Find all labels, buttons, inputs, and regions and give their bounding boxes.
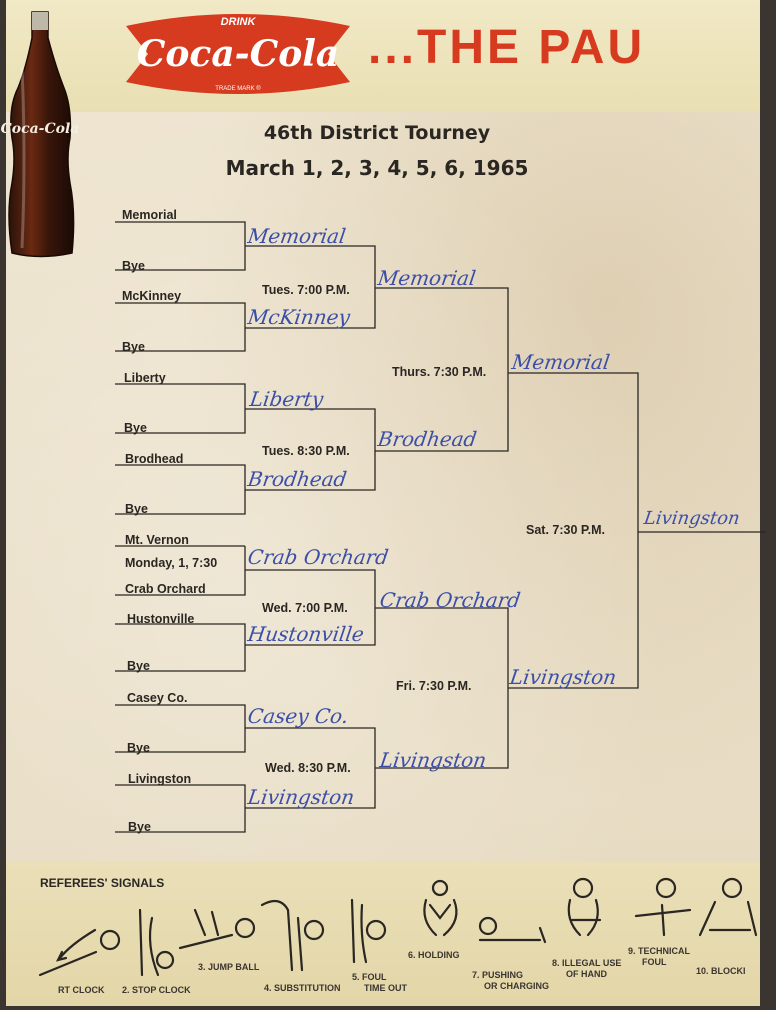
jump-ball-signal-icon xyxy=(178,908,256,950)
signal-label-8b: OF HAND xyxy=(566,969,607,979)
game-time-tues-830: Tues. 8:30 P.M. xyxy=(262,444,350,458)
pushing-signal-icon xyxy=(478,916,547,944)
drink-label: DRINK xyxy=(221,16,257,28)
signal-label-4: 4. SUBSTITUTION xyxy=(264,983,341,993)
bottle-label: Coca-Cola xyxy=(1,121,80,137)
game-time-fri: Fri. 7:30 P.M. xyxy=(396,679,472,693)
team-brodhead: Brodhead xyxy=(125,452,184,466)
signal-label-10: 10. BLOCKI xyxy=(696,966,746,976)
team-bye: Bye xyxy=(122,340,145,354)
coke-bottle-icon: Coca-Cola xyxy=(1,11,80,258)
holding-signal-icon xyxy=(423,879,458,937)
team-mckinney: McKinney xyxy=(122,289,182,303)
game-time-wed-7: Wed. 7:00 P.M. xyxy=(262,601,348,615)
team-casey-co: Casey Co. xyxy=(127,691,188,705)
foul-signal-icon xyxy=(350,898,387,964)
coca-cola-logo: DRINK Coca-Cola TRADE MARK ® xyxy=(126,14,350,94)
blocking-signal-icon xyxy=(698,877,758,937)
game-time-sat: Sat. 7:30 P.M. xyxy=(526,523,605,537)
technical-foul-signal-icon xyxy=(634,877,692,937)
game-time-tues-7: Tues. 7:00 P.M. xyxy=(262,283,350,297)
signal-label-7: 7. PUSHING xyxy=(472,970,524,980)
referee-signals-title: REFEREES' SIGNALS xyxy=(40,876,165,890)
signal-label-1: RT CLOCK xyxy=(58,985,105,995)
stop-clock-signal-icon xyxy=(138,908,175,977)
team-livingston: Livingston xyxy=(128,772,192,786)
team-mt-vernon: Mt. Vernon xyxy=(125,533,189,547)
substitution-signal-icon xyxy=(260,899,325,972)
team-hustonville: Hustonville xyxy=(127,612,195,626)
team-liberty: Liberty xyxy=(124,371,166,385)
team-crab-orchard: Crab Orchard xyxy=(125,582,206,596)
team-bye: Bye xyxy=(128,820,151,834)
signal-label-2: 2. STOP CLOCK xyxy=(122,985,191,995)
signal-label-9b: FOUL xyxy=(642,957,667,967)
game-time-wed-830: Wed. 8:30 P.M. xyxy=(265,761,351,775)
signal-label-8: 8. ILLEGAL USE xyxy=(552,958,622,968)
header-banner xyxy=(6,0,760,112)
game-time-thurs: Thurs. 7:30 P.M. xyxy=(392,365,487,379)
illegal-use-of-hand-signal-icon xyxy=(567,877,602,937)
team-bye: Bye xyxy=(124,421,147,435)
bracket-sheet xyxy=(6,0,760,1006)
signal-label-3: 3. JUMP BALL xyxy=(198,962,260,972)
pause-headline: ...THE PAU xyxy=(368,21,646,74)
team-bye: Bye xyxy=(122,259,145,273)
trademark-label: TRADE MARK ® xyxy=(215,85,261,92)
start-clock-signal-icon xyxy=(38,928,121,977)
game-time-monday: Monday, 1, 7:30 xyxy=(125,556,218,570)
team-bye: Bye xyxy=(125,502,148,516)
tourney-title: 46th District Tourney xyxy=(263,122,491,144)
team-memorial: Memorial xyxy=(122,208,177,222)
signal-label-6: 6. HOLDING xyxy=(408,950,460,960)
signal-label-7b: OR CHARGING xyxy=(484,981,549,991)
team-bye: Bye xyxy=(127,659,150,673)
brand-script: Coca-Cola xyxy=(137,33,340,75)
tourney-dates: March 1, 2, 3, 4, 5, 6, 1965 xyxy=(225,156,529,180)
signal-label-5b: TIME OUT xyxy=(364,983,407,993)
signal-label-9: 9. TECHNICAL xyxy=(628,946,691,956)
signal-label-5: 5. FOUL xyxy=(352,972,387,982)
team-bye: Bye xyxy=(127,741,150,755)
